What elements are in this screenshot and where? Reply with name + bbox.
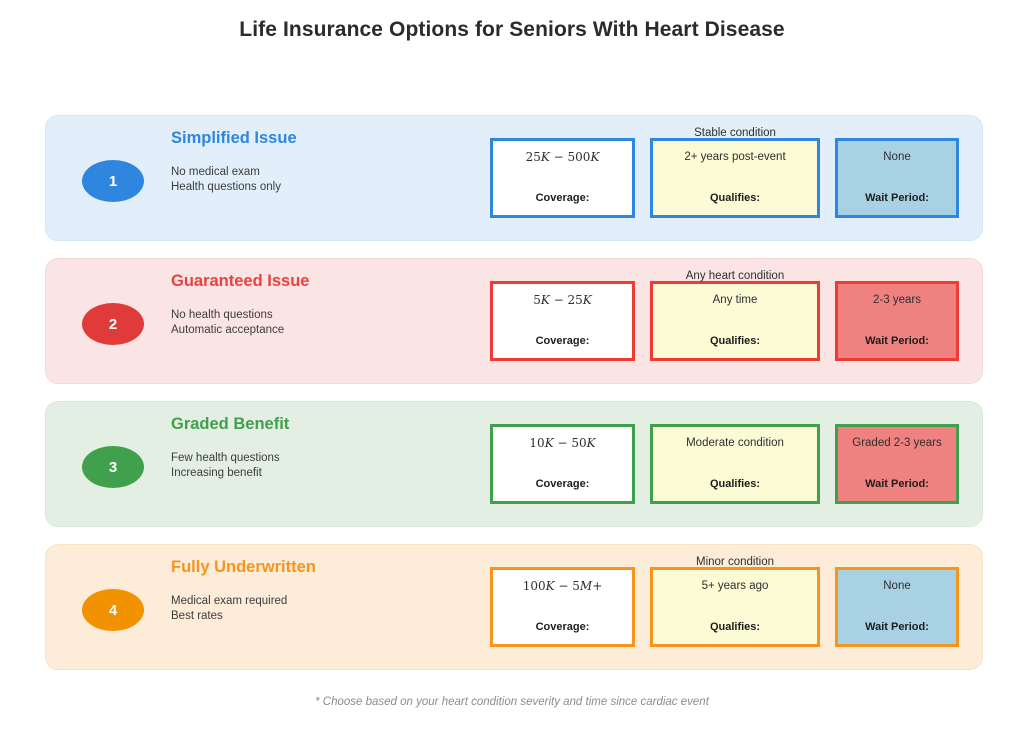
coverage-value: 100K − 5M+ [522,579,603,593]
tier-number-badge: 2 [82,303,144,345]
qualifies-overflow-text: Stable condition [694,127,776,139]
qualifies-label: Qualifies: [709,192,761,204]
tier-list: 1 Simplified Issue No medical exam Healt… [45,115,983,687]
tier-number-badge: 1 [82,160,144,202]
metric-cells: 100K − 5M+ Coverage: Minor condition 5+ … [46,556,984,649]
wait-period-label: Wait Period: [865,192,929,204]
qualifies-box[interactable]: Minor condition 5+ years ago Qualifies: [650,556,820,647]
tier-row-graded-benefit[interactable]: 3 Graded Benefit Few health questions In… [45,401,983,527]
coverage-label: Coverage: [535,478,590,490]
tier-title: Simplified Issue [171,129,297,147]
tier-row-fully-underwritten[interactable]: 4 Fully Underwritten Medical exam requir… [45,544,983,670]
wait-period-label: Wait Period: [865,621,929,633]
coverage-label: Coverage: [535,335,590,347]
tier-title: Guaranteed Issue [171,272,310,290]
tier-title: Graded Benefit [171,415,290,433]
coverage-box[interactable]: 5K − 25K Coverage: [490,281,635,361]
qualifies-value: Moderate condition [686,437,784,449]
qualifies-overflow-text: Minor condition [696,556,774,568]
wait-period-value: None [883,580,911,592]
qualifies-label: Qualifies: [709,335,761,347]
wait-period-value: Graded 2-3 years [852,437,942,449]
page-title: Life Insurance Options for Seniors With … [239,18,785,41]
wait-period-label: Wait Period: [865,478,929,490]
wait-period-box[interactable]: None Wait Period: [835,567,959,647]
tier-number-badge: 4 [82,589,144,631]
metric-cells: 5K − 25K Coverage: Any heart condition A… [46,270,984,363]
footnote: * Choose based on your heart condition s… [315,696,709,708]
qualifies-value: 2+ years post-event [684,151,786,163]
coverage-value: 5K − 25K [533,293,592,307]
qualifies-label: Qualifies: [709,478,761,490]
coverage-box[interactable]: 100K − 5M+ Coverage: [490,567,635,647]
tier-description: Medical exam required Best rates [171,595,288,622]
tier-row-guaranteed-issue[interactable]: 2 Guaranteed Issue No health questions A… [45,258,983,384]
coverage-box[interactable]: 25K − 500K Coverage: [490,138,635,218]
tier-number-badge: 3 [82,446,144,488]
tier-title: Fully Underwritten [171,558,316,576]
wait-period-box[interactable]: 2-3 years Wait Period: [835,281,959,361]
tier-description: No medical exam Health questions only [171,166,281,193]
qualifies-value: 5+ years ago [701,580,769,592]
qualifies-box[interactable]: Any heart condition Any time Qualifies: [650,270,820,361]
tier-description: No health questions Automatic acceptance [171,309,285,336]
wait-period-box[interactable]: Graded 2-3 years Wait Period: [835,424,959,504]
coverage-value: 10K − 50K [529,436,596,450]
qualifies-label: Qualifies: [709,621,761,633]
coverage-label: Coverage: [535,621,590,633]
wait-period-label: Wait Period: [865,335,929,347]
qualifies-box[interactable]: Moderate condition Qualifies: [650,424,820,504]
wait-period-value: 2-3 years [873,294,921,306]
metric-cells: 10K − 50K Coverage: Moderate condition Q… [46,424,984,506]
wait-period-value: None [883,151,911,163]
coverage-value: 25K − 500K [525,150,600,164]
wait-period-box[interactable]: None Wait Period: [835,138,959,218]
tier-description: Few health questions Increasing benefit [171,452,280,479]
coverage-box[interactable]: 10K − 50K Coverage: [490,424,635,504]
metric-cells: 25K − 500K Coverage: Stable condition 2+… [46,127,984,220]
qualifies-value: Any time [712,294,758,306]
coverage-label: Coverage: [535,192,590,204]
qualifies-overflow-text: Any heart condition [685,270,785,282]
tier-row-simplified-issue[interactable]: 1 Simplified Issue No medical exam Healt… [45,115,983,241]
qualifies-box[interactable]: Stable condition 2+ years post-event Qua… [650,127,820,218]
